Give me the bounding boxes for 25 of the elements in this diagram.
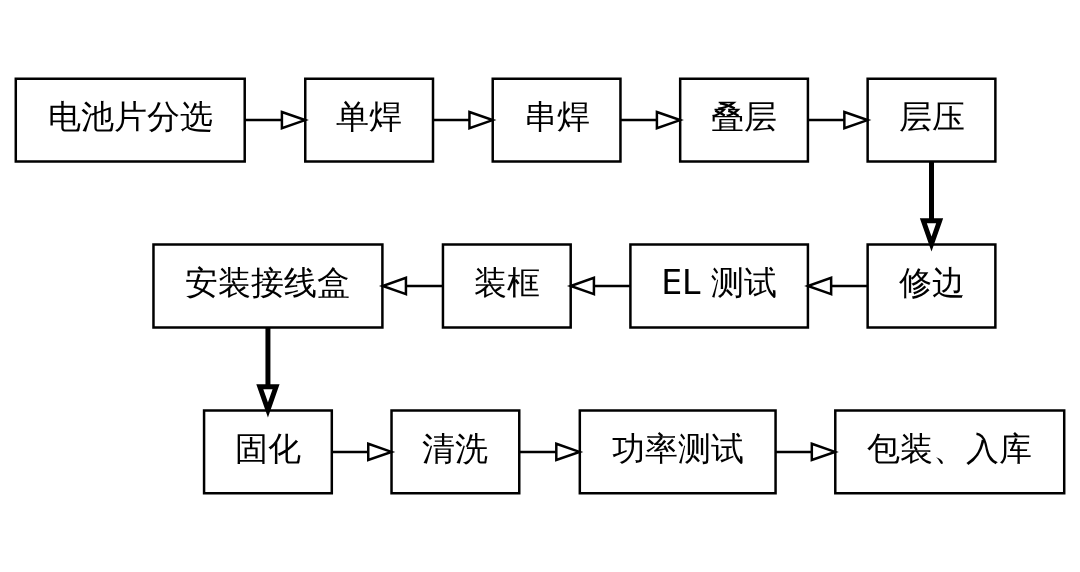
node-box: 清洗 xyxy=(390,409,521,495)
node-box: 叠层 xyxy=(678,77,810,163)
node-box: 层压 xyxy=(866,77,997,163)
arrow xyxy=(519,442,584,462)
arrow xyxy=(621,110,684,130)
node-box: 电池片分选 xyxy=(14,77,246,163)
node-box: 修边 xyxy=(866,243,997,329)
arrow xyxy=(804,276,868,296)
arrow xyxy=(245,110,309,130)
arrow xyxy=(378,276,443,296)
arrow xyxy=(433,110,497,130)
arrow xyxy=(776,442,839,462)
node-box: 串焊 xyxy=(491,77,622,163)
arrow xyxy=(332,442,396,462)
arrow xyxy=(566,276,630,296)
node-box: 包装、入库 xyxy=(834,409,1066,495)
arrow xyxy=(256,327,280,418)
arrow xyxy=(808,110,872,130)
node-box: EL 测试 xyxy=(629,243,810,329)
node-box: 功率测试 xyxy=(578,409,777,495)
node-box: 装框 xyxy=(441,243,572,329)
node-box: 安装接线盒 xyxy=(152,243,384,329)
node-box: 固化 xyxy=(202,409,334,495)
node-box: 单焊 xyxy=(304,77,435,163)
arrow xyxy=(919,161,944,252)
